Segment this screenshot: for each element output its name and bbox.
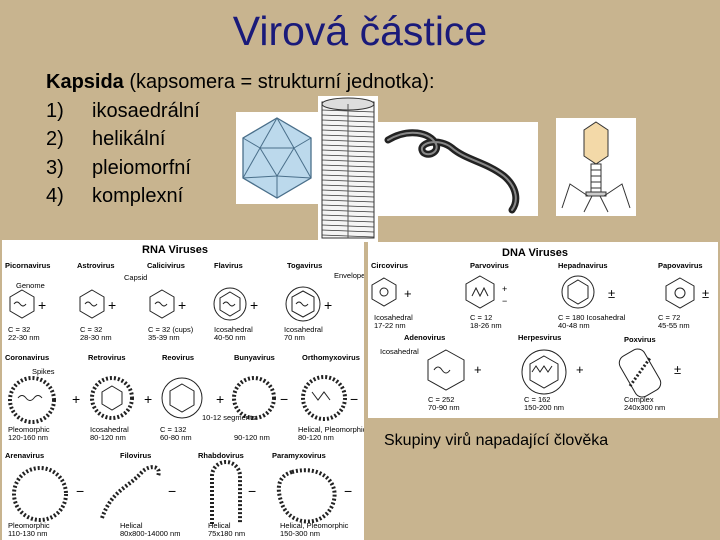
capsid-lead: Kapsida xyxy=(46,71,124,93)
family-label: Poxvirus xyxy=(624,335,656,344)
info-line: 90-120 nm xyxy=(234,433,270,442)
helical-illustration xyxy=(318,96,378,242)
item-label: komplexní xyxy=(92,182,183,211)
annotation-spikes: Spikes xyxy=(32,367,55,376)
family-label: Retrovirus xyxy=(88,353,126,362)
info-line: 40-48 nm xyxy=(558,321,590,330)
sense-marker: ± xyxy=(674,362,681,377)
family-label: Orthomyxovirus xyxy=(302,353,360,362)
sense-marker: − xyxy=(502,296,507,306)
info-line: 75x180 nm xyxy=(208,529,245,538)
family-label: Hepadnavirus xyxy=(558,261,608,270)
sense-marker: + xyxy=(404,286,412,301)
family-label: Togavirus xyxy=(287,261,322,270)
sense-marker: + xyxy=(144,391,152,407)
pleiomorphic-illustration xyxy=(378,122,538,216)
info-line: 240x300 nm xyxy=(624,403,665,412)
info-line: 70 nm xyxy=(284,333,305,342)
annotation-segments: 10-12 segments xyxy=(202,413,256,422)
family-label: Reovirus xyxy=(162,353,194,362)
family-label: Rhabdovirus xyxy=(198,451,244,460)
rna-viruses-panel: RNA Viruses Picornavirus Astrovirus Cali… xyxy=(2,240,364,540)
rna-panel-title: RNA Viruses xyxy=(142,244,208,256)
info-line: 60-80 nm xyxy=(160,433,192,442)
item-number: 4) xyxy=(46,182,92,211)
family-label: Herpesvirus xyxy=(518,333,561,342)
family-label: Filovirus xyxy=(120,451,151,460)
figure-caption: Skupiny virů napadající člověka xyxy=(384,432,608,450)
info-line: 45-55 nm xyxy=(658,321,690,330)
capsid-definition: (kapsomera = strukturní jednotka): xyxy=(124,71,435,93)
item-number: 2) xyxy=(46,125,92,154)
item-number: 3) xyxy=(46,154,92,183)
sense-marker: + xyxy=(108,297,116,313)
family-label: Calicivirus xyxy=(147,261,185,270)
family-label: Circovirus xyxy=(371,261,408,270)
annotation-icosahedral: Icosahedral xyxy=(380,347,419,356)
sense-marker: + xyxy=(178,297,186,313)
dna-panel-title: DNA Viruses xyxy=(502,247,568,259)
sense-marker: − xyxy=(168,483,176,499)
sense-marker: − xyxy=(76,483,84,499)
info-line: 40-50 nm xyxy=(214,333,246,342)
sense-marker: ± xyxy=(702,286,709,301)
sense-marker: + xyxy=(324,297,332,313)
icosahedral-illustration xyxy=(236,112,318,204)
info-line: 28-30 nm xyxy=(80,333,112,342)
annotation-envelope: Envelope xyxy=(334,271,364,280)
info-line: 80x800-14000 nm xyxy=(120,529,180,538)
info-line: 35-39 nm xyxy=(148,333,180,342)
family-label: Adenovirus xyxy=(404,333,445,342)
info-line: 150-200 nm xyxy=(524,403,564,412)
info-line: 80-120 nm xyxy=(298,433,334,442)
info-line: 110-130 nm xyxy=(8,529,47,538)
family-label: Astrovirus xyxy=(77,261,115,270)
sense-marker: − xyxy=(280,391,288,407)
dna-viruses-panel: DNA Viruses Circovirus Parvovirus Hepadn… xyxy=(368,242,718,418)
item-label: pleiomorfní xyxy=(92,154,191,183)
capsid-heading: Kapsida (kapsomera = strukturní jednotka… xyxy=(46,68,435,97)
family-label: Flavirus xyxy=(214,261,243,270)
info-line: 17-22 nm xyxy=(374,321,406,330)
family-label: Bunyavirus xyxy=(234,353,275,362)
sense-marker: + xyxy=(474,362,482,377)
item-number: 1) xyxy=(46,97,92,126)
info-line: 150-300 nm xyxy=(280,529,320,538)
annotation-genome: Genome xyxy=(16,281,45,290)
info-line: 120-160 nm xyxy=(8,433,48,442)
info-line: 18-26 nm xyxy=(470,321,502,330)
family-label: Coronavirus xyxy=(5,353,49,362)
sense-marker: + xyxy=(72,391,80,407)
family-label: Papovavirus xyxy=(658,261,703,270)
item-label: ikosaedrální xyxy=(92,97,200,126)
sense-marker: + xyxy=(38,297,46,313)
sense-marker: + xyxy=(576,362,584,377)
info-line: 22-30 nm xyxy=(8,333,40,342)
sense-marker: + xyxy=(216,391,224,407)
annotation-capsid: Capsid xyxy=(124,273,147,282)
sense-marker: + xyxy=(502,284,507,294)
info-line: 70-90 nm xyxy=(428,403,460,412)
sense-marker: − xyxy=(344,483,352,499)
family-label: Parvovirus xyxy=(470,261,509,270)
info-line: 80-120 nm xyxy=(90,433,126,442)
complex-illustration xyxy=(556,118,636,216)
sense-marker: − xyxy=(350,391,358,407)
sense-marker: + xyxy=(250,297,258,313)
page-title: Virová částice xyxy=(0,8,720,55)
family-label: Paramyxovirus xyxy=(272,451,326,460)
family-label: Picornavirus xyxy=(5,261,50,270)
sense-marker: − xyxy=(248,483,256,499)
item-label: helikální xyxy=(92,125,165,154)
family-label: Arenavirus xyxy=(5,451,44,460)
sense-marker: ± xyxy=(608,286,615,301)
